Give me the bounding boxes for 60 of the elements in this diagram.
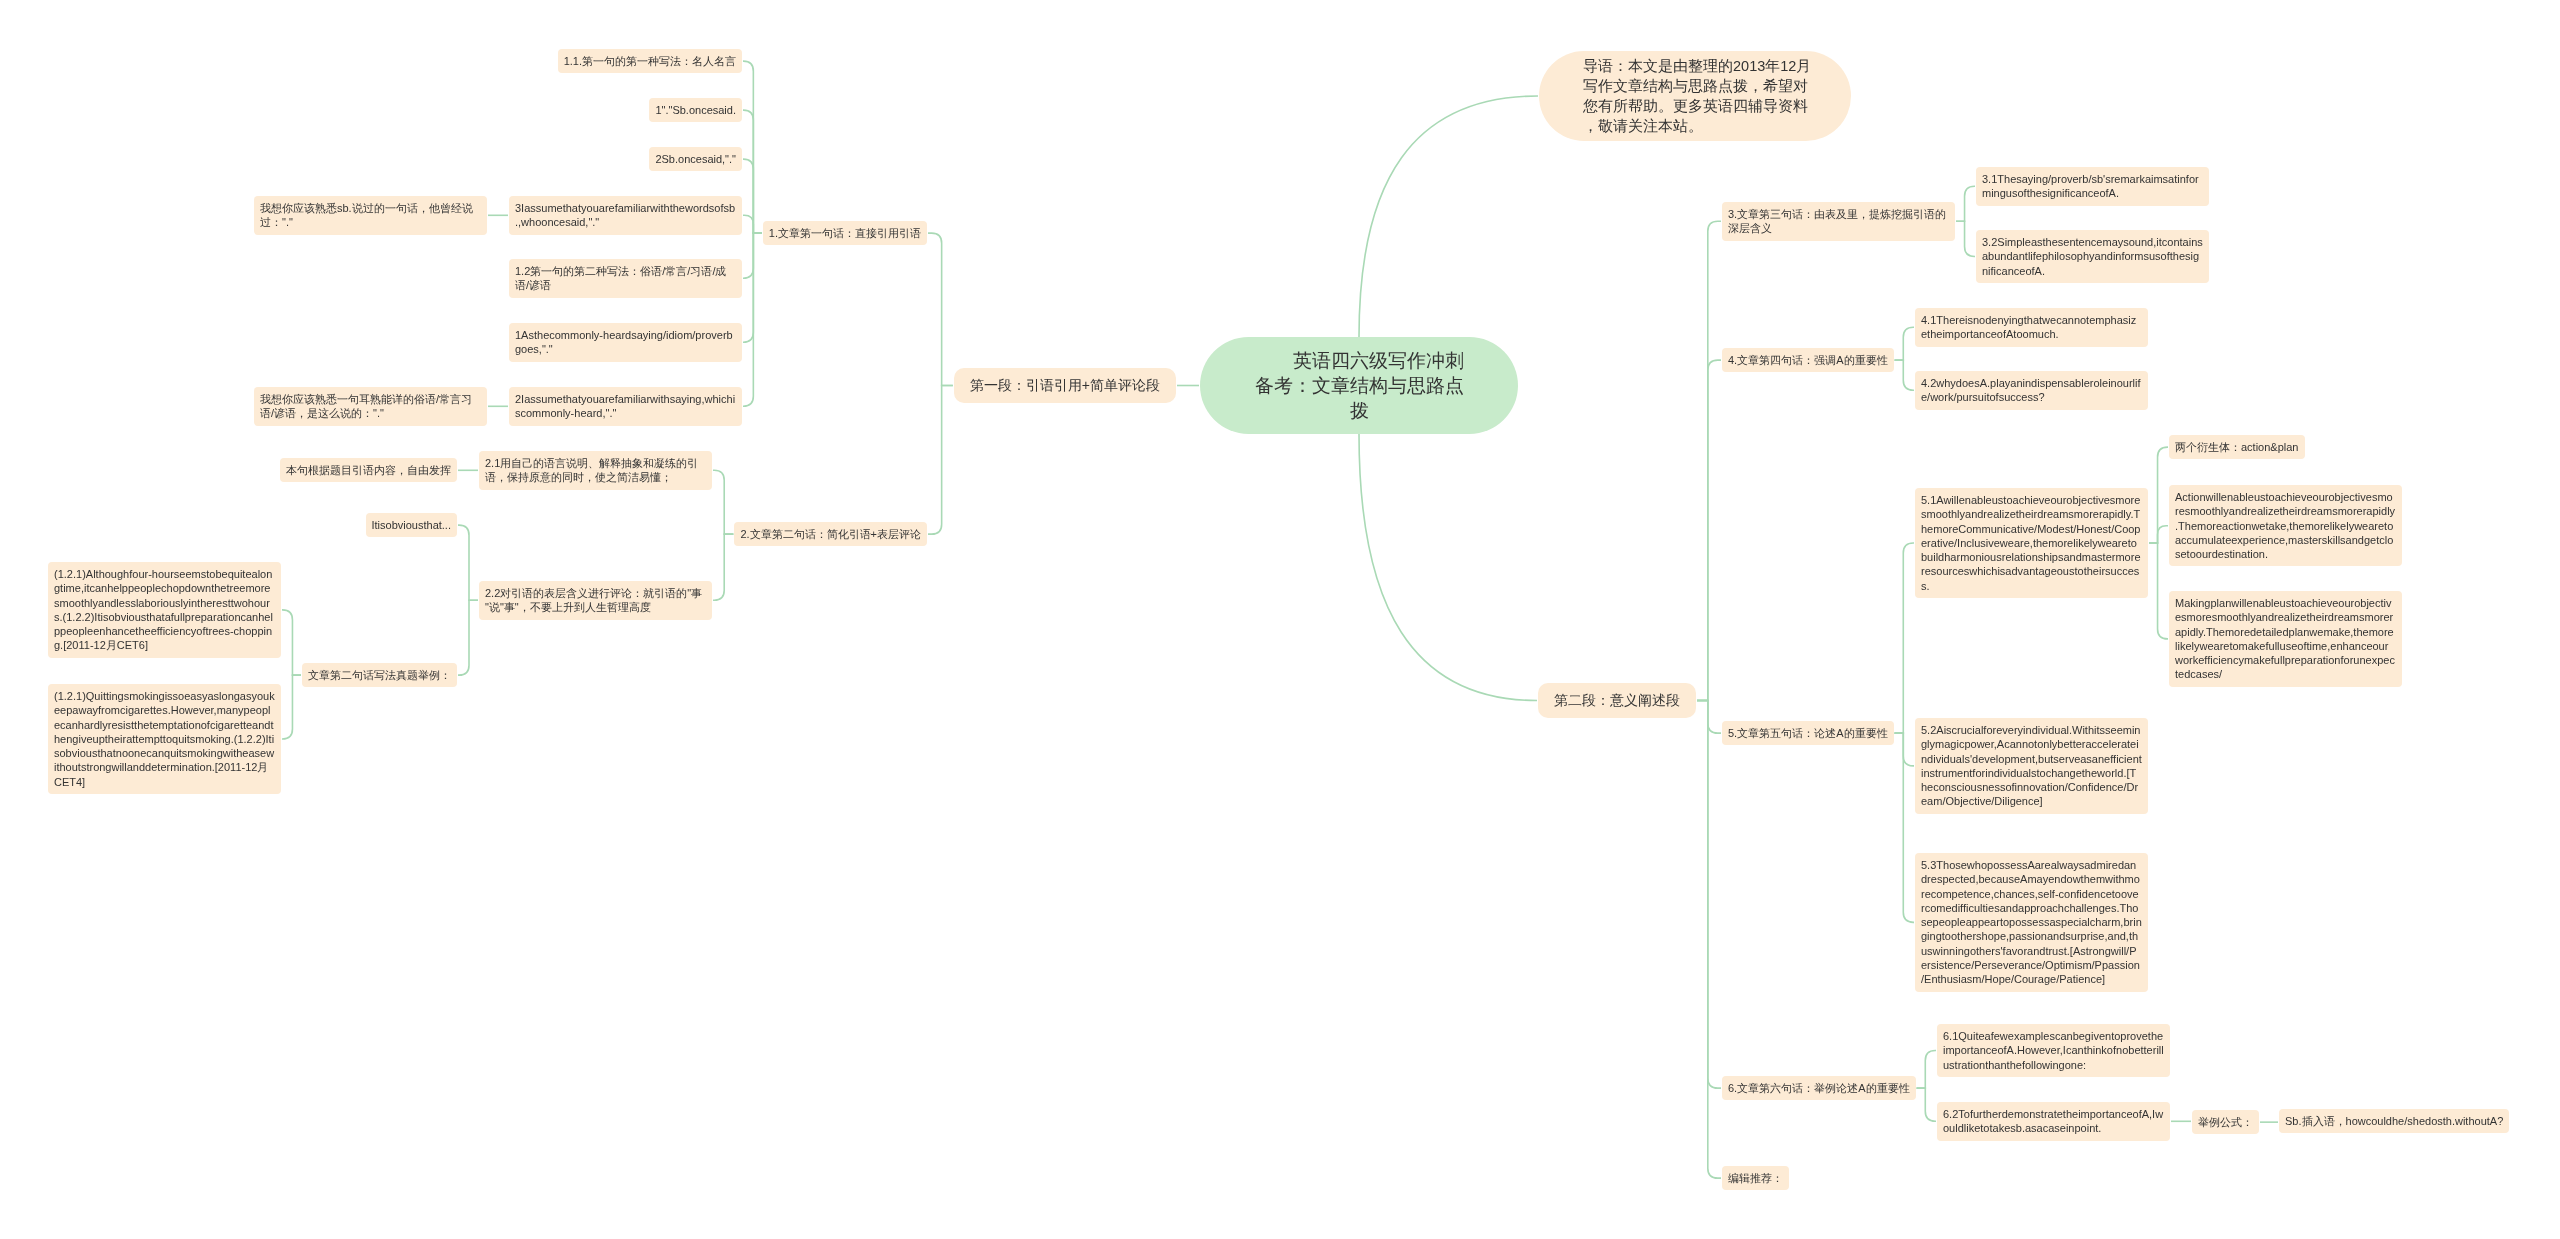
connector-line <box>1955 220 1976 258</box>
subtopic-box: 4.2whydoesA.playanindispensableroleinourlife/work/pursuitofsuccess? <box>1915 371 2148 410</box>
connector-line <box>742 232 763 408</box>
subtopic-box: Sb.插入语，howcouldhe/shedosth.withoutA? <box>2279 1109 2510 1134</box>
subtopic-box: 3.文章第三句话：由表及里，提炼挖掘引语的深层含义 <box>1722 202 1955 241</box>
subtopic-box: 1"."Sb.oncesaid. <box>649 98 742 123</box>
connector-line <box>1176 384 1200 387</box>
subtopic-box: 5.文章第五句话：论述A的重要性 <box>1722 721 1894 746</box>
subtopic-box: 5.2Aiscrucialforeveryindividual.Withitsseeminglymagicpower,Acannotonlybetteraccelerateindividuals'development,butserveasanefficientinstrumentforindividualstochangetheworld.[Theconsciousnessofinnovation/Confidence/Dream/Objective/Diligence] <box>1915 718 2148 814</box>
subtopic-box: 3Iassumethatyouarefamiliarwiththewordsofsb.,whooncesaid,"." <box>509 196 742 235</box>
connector-line <box>2259 1121 2279 1123</box>
branch-topic: 第一段：引语引用+简单评论段 <box>953 368 1176 403</box>
connector-line <box>281 674 302 740</box>
subtopic-box: 2.1用自己的语言说明、解释抽象和凝练的引语，保持原意的同时，使之简洁易懂； <box>479 451 712 490</box>
subtopic-box: (1.2.1)Quittingsmokingissoeasyaslongasyoukeepawayfromcigarettes.However,manypeoplecanhardlyresistthetemptationofcigaretteandthengiveuptheirattempttoquitsmoking.(1.2.2)Itisobviousthatnoonecanquitsmokingwitheasewithoutstrongwillanddetermination.[2011-12月CET4] <box>48 684 281 795</box>
branch-topic: 第二段：意义阐述段 <box>1538 683 1696 718</box>
connector-line <box>487 214 509 217</box>
subtopic-box: 2.文章第二句话：简化引语+表层评论 <box>734 522 927 547</box>
connector-line <box>1915 1087 1937 1123</box>
subtopic-box: 1.1.第一句的第一种写法：名人名言 <box>557 49 742 74</box>
subtopic-box: 2Sb.oncesaid,"." <box>649 147 742 172</box>
subtopic-box: Itisobviousthat... <box>365 513 457 538</box>
subtopic-box: 本句根据题目引语内容，自由发挥 <box>280 458 457 483</box>
subtopic-box: 4.1ThereisnodenyingthatwecannotemphasizetheimportanceofAtoomuch. <box>1915 308 2148 347</box>
subtopic-box: 2Iassumethatyouarefamiliarwithsaying,whichiscommonly-heard,"." <box>509 387 742 426</box>
subtopic-box: 6.1QuiteafewexamplescanbegiventoprovetheimportanceofA.However,Icanthinkofnobetterillustrationthanthefollowingone: <box>1937 1024 2170 1077</box>
intro-bubble: 导语：本文是由整理的2013年12月写作文章结构与思路点拨，希望对您有所帮助。更多英语四辅导资料，敬请关注本站。 <box>1539 51 1851 141</box>
subtopic-box: 5.3ThosewhopossessAarealwaysadmiredandrespected,becauseAmayendowthemwithmorecompetence,chances,self-confidencetoovercomedifficultiesandapproachchallenges.Thosepeopleappeartopossessaspecialcharm,bringingtoothershope,passionandsurprise,and,thuswinningothers'favorandtrust.[Astrongwill/Persistence/Perseverance/Optimism/Ppassion/Enthusiasm/Hope/Courage/Patience] <box>1915 853 2148 992</box>
connector-line <box>1358 433 1538 702</box>
connector-line <box>1893 732 1915 924</box>
connector-line <box>487 405 509 408</box>
subtopic-box: Makingplanwillenableustoachieveourobjectivesmoresmoothlyandrealizetheirdreamsmorerapidly.Themoredetailedplanwemake,themorelikelywearetomakefulluseoftime,enhanceourworkefficiencymakefullpreparationforunexpectedcases/ <box>2169 591 2402 687</box>
subtopic-box: 我想你应该熟悉sb.说过的一句话，他曾经说过："." <box>254 196 487 235</box>
connector-line <box>1696 699 1722 1179</box>
connector-line <box>457 599 479 676</box>
subtopic-box: 2.2对引语的表层含义进行评论：就引语的"事"说"事"，不要上升到人生哲理高度 <box>479 581 712 620</box>
connector-line <box>2148 542 2169 640</box>
subtopic-box: 1Asthecommonly-heardsaying/idiom/proverbgoes,"." <box>509 323 742 362</box>
subtopic-box: 编辑推荐： <box>1722 1166 1789 1191</box>
central-topic: 英语四六级写作冲刺备考：文章结构与思路点拨 <box>1200 337 1518 434</box>
subtopic-box: 6.文章第六句话：举例论述A的重要性 <box>1722 1076 1916 1101</box>
connector-line <box>2170 1120 2192 1123</box>
connector-line <box>457 469 479 472</box>
subtopic-box: 6.2TofurtherdemonstratetheimportanceofA,Iwouldliketotakesb.asacaseinpoint. <box>1937 1102 2170 1141</box>
subtopic-box: 两个衍生体：action&plan <box>2169 435 2305 460</box>
subtopic-box: 3.2Simpleasthesentencemaysound,itcontainsabundantlifephilosophyandinformsusofthesignificanceofA. <box>1976 230 2209 283</box>
subtopic-box: (1.2.1)Althoughfour-hourseemstobequitealongtime,itcanhelppeoplechopdownthetreemoresmoothlyandlesslaboriouslyintheresttwohours.(1.2.2)Itisobviousthatafullpreparationcanhelppeopleenhancetheefficiencyoftrees-chopping.[2011-12月CET6] <box>48 562 281 658</box>
connector-line <box>712 533 735 602</box>
subtopic-box: 文章第二句话写法真题举例： <box>302 663 457 688</box>
subtopic-box: 1.2第一句的第二种写法：俗语/常言/习语/成语/谚语 <box>509 259 742 298</box>
connector-line <box>1893 359 1915 392</box>
subtopic-box: 4.文章第四句话：强调A的重要性 <box>1722 348 1894 373</box>
subtopic-box: 我想你应该熟悉一句耳熟能详的俗语/常言习语/谚语，是这么说的："." <box>254 387 487 426</box>
subtopic-box: 5.1Awillenableustoachieveourobjectivesmoresmoothlyandrealizetheirdreamsmorerapidly.ThemoreCommunicative/Modest/Honest/Cooperative/Inclusiveweare,themorelikelywearetobuildharmoniousrelationshipsandmastermoreresourceswhichisadvantageoustotheirsuccess. <box>1915 488 2148 599</box>
subtopic-box: 1.文章第一句话：直接引用引语 <box>762 221 927 246</box>
connector-line <box>1358 95 1539 338</box>
subtopic-box: 3.1Thesaying/proverb/sb'sremarkaimsatinformingusofthesignificanceofA. <box>1976 167 2209 206</box>
connector-line <box>927 384 954 535</box>
subtopic-box: 举例公式： <box>2192 1110 2259 1135</box>
subtopic-box: Actionwillenableustoachieveourobjectivesmoresmoothlyandrealizetheirdreamsmorerapidly.Themoreactionwetake,themorelikelywearetoaccumulateexperience,masterskillsandgetclosetoourdestination. <box>2169 485 2402 567</box>
